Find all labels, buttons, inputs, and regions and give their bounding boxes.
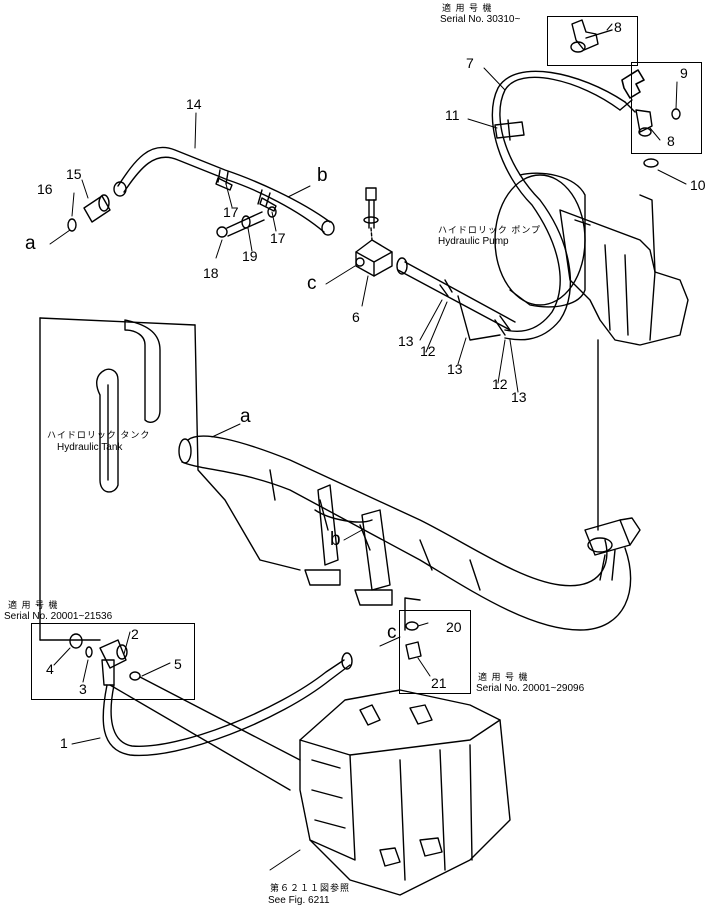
callout-21: 21 [431,675,447,691]
pump-label-jp: ハイドロリック ポンプ [438,225,542,235]
serial-top-label: Serial No. 30310~ [440,14,521,25]
callout-16: 16 [37,181,53,197]
callout-18: 18 [203,265,219,281]
elbow-fittings [570,19,681,168]
callout-3: 3 [79,681,87,697]
hose-1 [69,597,421,791]
hose-14 [113,146,335,236]
serial-top-jp: 適 用 号 機 [442,3,493,13]
serial-right-jp: 適 用 号 機 [478,672,529,682]
callout-4: 4 [46,661,54,677]
hose-12-13 [396,257,516,341]
callout-13b: 13 [447,361,463,377]
callout-15: 15 [66,166,82,182]
callout-19: 19 [242,248,258,264]
callout-17b: 17 [270,230,286,246]
control-valve [299,689,511,896]
callout-8b: 8 [667,133,675,149]
callout-13a: 13 [398,333,414,349]
hydraulic-tank [39,317,301,641]
callout-11: 11 [445,107,460,123]
hose-7 [491,70,636,341]
callout-7: 7 [466,55,474,71]
detail-box-left [31,623,195,700]
callout-1: 1 [60,735,68,751]
callout-12a: 12 [420,343,436,359]
callout-14: 14 [186,96,202,112]
connector-b-hose: b [317,165,328,186]
callout-20: 20 [446,619,462,635]
fig-ref-jp: 第６２１１図参照 [270,883,351,893]
detail-box-mid [399,610,471,694]
tank-label-jp: ハイドロリック タンク [47,430,151,440]
connector-b-pipe: b [330,529,341,550]
serial-left-label: Serial No. 20001~21536 [4,611,113,622]
callout-2: 2 [131,626,139,642]
bolt-18-19 [216,206,277,238]
connector-c-hose: c [387,622,397,643]
tee-fitting-6 [355,187,393,277]
detail-box-right [631,62,702,154]
serial-left-jp: 適 用 号 機 [8,600,59,610]
callout-6: 6 [352,309,360,325]
callout-5: 5 [174,656,182,672]
detail-box-top [547,16,638,66]
callout-13c: 13 [511,389,527,405]
connector-a-tank: a [240,406,251,427]
fitting-15-16 [67,194,111,232]
callout-9: 9 [680,65,688,81]
callout-8a: 8 [614,19,622,35]
connector-c-tee: c [307,273,317,294]
serial-right-label: Serial No. 20001~29096 [476,683,585,694]
suction-pipe [178,339,641,631]
leader-lines [49,23,687,871]
fig-ref-label: See Fig. 6211 [268,895,330,906]
callout-10: 10 [690,177,706,193]
callout-12b: 12 [492,376,508,392]
connector-a-hose: a [25,233,36,254]
pipe-brackets [304,484,393,606]
callout-17a: 17 [223,204,239,220]
tank-label: Hydraulic Tank [57,442,123,453]
hydraulic-pump [494,172,689,346]
pump-label: Hydraulic Pump [438,236,509,247]
